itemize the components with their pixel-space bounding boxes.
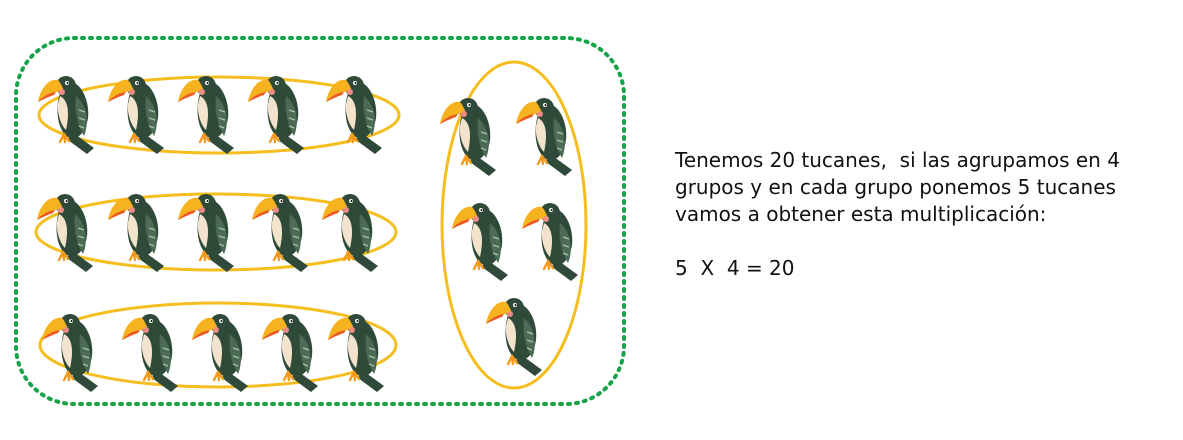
toucan-icon (250, 192, 310, 274)
toucan-icon (36, 74, 96, 156)
group-3 (40, 312, 386, 394)
toucan-icon (450, 201, 510, 283)
toucan-icon (176, 192, 236, 274)
toucan-icon (520, 201, 580, 283)
toucan-icon (260, 312, 320, 394)
group-ellipse-2 (34, 192, 398, 272)
explanation-line-1: Tenemos 20 tucanes, si las agrupamos en … (675, 148, 1120, 172)
toucan-icon (246, 74, 306, 156)
toucan-icon (176, 74, 236, 156)
toucan-icon (324, 74, 384, 156)
explanation-line-2: grupos y en cada grupo ponemos 5 tucanes (675, 175, 1116, 199)
toucan-icon (40, 312, 100, 394)
multiplication-equation: 5 X 4 = 20 (675, 256, 795, 280)
toucan-icon (484, 296, 544, 378)
toucan-icon (106, 192, 166, 274)
toucan-icon (106, 74, 166, 156)
explanation-line-3: vamos a obtener esta multiplicación: (675, 202, 1047, 226)
toucan-icon (190, 312, 250, 394)
explanation-text: Tenemos 20 tucanes, si las agrupamos en … (675, 147, 1175, 282)
outer-dotted-frame (14, 36, 626, 406)
group-ellipse-4 (440, 60, 588, 390)
group-ellipse-1 (37, 75, 401, 155)
group-ellipse-3 (38, 301, 398, 389)
